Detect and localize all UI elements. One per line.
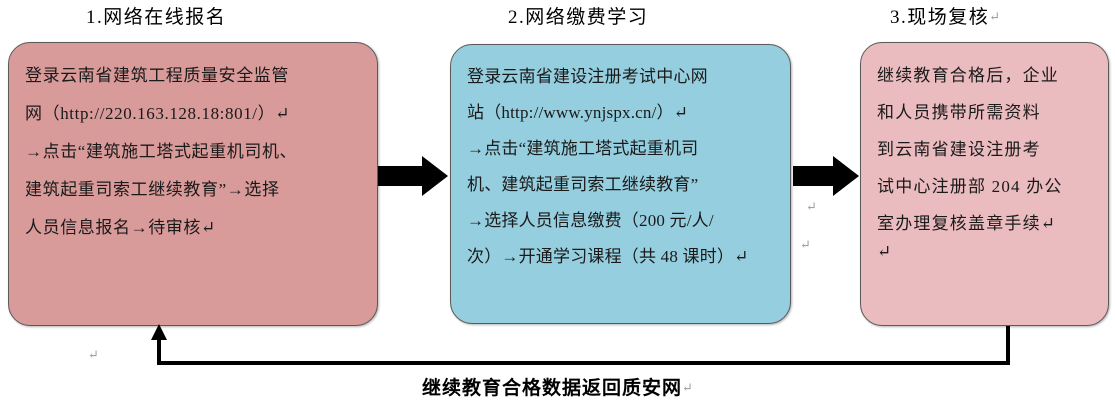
- step-3-line-5: 室办理复核盖章手续↵: [877, 214, 1057, 233]
- step-1-line-5: 人员信息报名→待审核↵: [25, 218, 216, 237]
- step-1-box[interactable]: 登录云南省建筑工程质量安全监管 网（http://220.163.128.18:…: [8, 42, 378, 326]
- arrow-right-icon-step2-step3: [793, 156, 859, 196]
- bottom-caption: 继续教育合格数据返回质安网↵: [0, 379, 1115, 398]
- mark-below-box1: ↵: [88, 347, 99, 362]
- step-3-box[interactable]: 继续教育合格后，企业 和人员携带所需资料 到云南省建设注册考 试中心注册部 20…: [860, 42, 1109, 326]
- step-2-heading: 2.网络缴费学习: [508, 8, 648, 27]
- step-3-heading-mark: ↵: [989, 9, 1001, 24]
- arrow-right-icon-step1-step2: [378, 156, 448, 196]
- step-1-line-4: 建筑起重司索工继续教育”→选择: [25, 180, 280, 199]
- step-1-line-3: →点击“建筑施工塔式起重机司机、: [25, 142, 298, 161]
- step-1-heading-text: 1.网络在线报名: [86, 7, 227, 28]
- step-2-line-4: 机、建筑起重司索工继续教育”: [467, 175, 699, 194]
- step-3-line-2: 和人员携带所需资料: [877, 103, 1041, 122]
- step-3-heading-text: 3.现场复核: [890, 7, 990, 28]
- step-1-heading: 1.网络在线报名: [86, 8, 226, 27]
- step-1-line-2: 网（http://220.163.128.18:801/）↵: [25, 104, 291, 123]
- step-2-line-6: 次）→开通学习课程（共 48 课时）↵: [467, 247, 749, 266]
- step-1-line-1: 登录云南省建筑工程质量安全监管: [25, 66, 289, 85]
- step-3-line-1: 继续教育合格后，企业: [877, 66, 1059, 85]
- mark-below-arrow-2: ↵: [806, 199, 817, 214]
- step-2-line-2: 站（http://www.ynjspx.cn/）↵: [467, 103, 689, 122]
- mark-right-of-box2: ↵: [800, 237, 811, 252]
- step-2-box[interactable]: 登录云南省建设注册考试中心网 站（http://www.ynjspx.cn/）↵…: [450, 44, 791, 324]
- step-3-line-3: 到云南省建设注册考: [877, 140, 1041, 159]
- step-2-line-5: →选择人员信息缴费（200 元/人/: [467, 211, 714, 230]
- step-3-heading: 3.现场复核↵: [890, 8, 1000, 27]
- step-3-line-6: ↵: [877, 242, 893, 261]
- step-3-line-4: 试中心注册部 204 办公: [877, 177, 1063, 196]
- step-2-line-1: 登录云南省建设注册考试中心网: [467, 67, 708, 86]
- step-2-line-3: →点击“建筑施工塔式起重机司: [467, 139, 699, 158]
- bottom-caption-mark: ↵: [682, 380, 693, 395]
- step-2-heading-text: 2.网络缴费学习: [508, 7, 649, 28]
- bottom-caption-text: 继续教育合格数据返回质安网: [422, 378, 683, 399]
